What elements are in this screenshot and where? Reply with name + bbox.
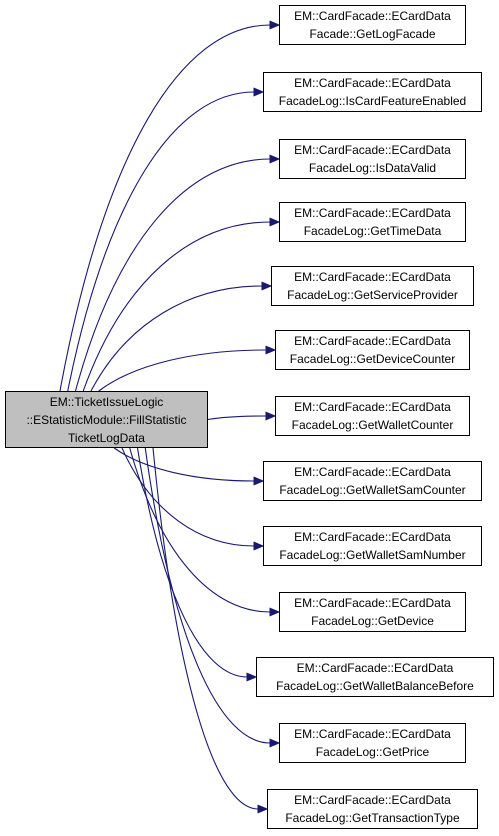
root-function-line-1: EM::TicketIssueLogic xyxy=(49,394,164,409)
callee-line-1: EM::CardFacade::ECardData xyxy=(294,143,451,157)
callee-line-1: EM::CardFacade::ECardData xyxy=(294,206,451,220)
callee-line-2: FacadeLog::GetTransactionType xyxy=(285,811,460,825)
callee-line-2: FacadeLog::GetDeviceCounter xyxy=(289,352,456,366)
callee-line-1: EM::CardFacade::ECardData xyxy=(294,76,451,90)
call-edge xyxy=(74,158,271,392)
callee-line-2: FacadeLog::IsCardFeatureEnabled xyxy=(278,94,467,108)
call-edge-arrowhead xyxy=(261,281,273,291)
root-function-line-3: TicketLogData xyxy=(68,430,145,445)
callee-node-get-device[interactable]: EM::CardFacade::ECardData FacadeLog::Get… xyxy=(279,592,466,632)
root-function-line-2: ::EStatisticModule::FillStatistic xyxy=(26,412,187,427)
call-edge-arrowhead xyxy=(253,87,265,97)
call-edge-arrowhead xyxy=(269,738,281,748)
callee-line-1: EM::CardFacade::ECardData xyxy=(294,530,451,544)
call-edge xyxy=(152,447,259,810)
call-edge-arrowhead xyxy=(265,345,277,355)
callee-line-1: EM::CardFacade::ECardData xyxy=(294,727,451,741)
callee-line-1: EM::CardFacade::ECardData xyxy=(294,465,451,479)
call-edge-arrowhead xyxy=(253,476,265,486)
call-edge-arrowhead xyxy=(265,411,277,421)
call-edge xyxy=(59,24,271,392)
call-edge xyxy=(136,447,248,678)
callee-node-get-log-facade[interactable]: EM::CardFacade::ECardData Facade::GetLog… xyxy=(279,5,466,45)
call-edge xyxy=(207,415,267,421)
callee-node-is-card-feature-enabled[interactable]: EM::CardFacade::ECardData FacadeLog::IsC… xyxy=(263,72,482,112)
call-edge xyxy=(98,349,267,392)
call-edge-arrowhead xyxy=(269,20,281,30)
call-edge xyxy=(67,91,255,392)
callee-line-2: FacadeLog::GetWalletCounter xyxy=(291,418,454,432)
callee-line-1: EM::CardFacade::ECardData xyxy=(296,661,454,675)
callee-node-is-data-valid[interactable]: EM::CardFacade::ECardData FacadeLog::IsD… xyxy=(279,139,466,179)
call-edge xyxy=(82,221,271,392)
call-edge xyxy=(144,447,271,744)
callee-line-1: EM::CardFacade::ECardData xyxy=(294,270,451,284)
call-edge-arrowhead xyxy=(269,217,281,227)
call-edge-arrowhead xyxy=(269,607,281,617)
call-edge xyxy=(129,447,271,613)
callee-line-1: EM::CardFacade::ECardData xyxy=(294,596,451,610)
call-edge-arrowhead xyxy=(269,154,281,164)
callee-line-2: FacadeLog::GetWalletSamNumber xyxy=(279,548,466,562)
callee-node-get-transaction-type[interactable]: EM::CardFacade::ECardData FacadeLog::Get… xyxy=(267,789,478,829)
callee-line-1: EM::CardFacade::ECardData xyxy=(294,9,451,23)
call-edge-arrowhead xyxy=(246,672,258,682)
callee-line-2: Facade::GetLogFacade xyxy=(309,27,436,41)
callee-line-2: FacadeLog::GetPrice xyxy=(315,745,430,759)
callee-node-get-wallet-sam-number[interactable]: EM::CardFacade::ECardData FacadeLog::Get… xyxy=(263,526,482,566)
callee-line-2: FacadeLog::GetTimeData xyxy=(303,224,442,238)
callee-line-1: EM::CardFacade::ECardData xyxy=(294,793,451,807)
callee-node-get-device-counter[interactable]: EM::CardFacade::ECardData FacadeLog::Get… xyxy=(275,330,470,370)
callee-line-2: FacadeLog::GetServiceProvider xyxy=(287,288,458,302)
callee-line-2: FacadeLog::GetWalletSamCounter xyxy=(279,483,466,497)
callee-line-1: EM::CardFacade::ECardData xyxy=(294,400,451,414)
callee-node-get-time-data[interactable]: EM::CardFacade::ECardData FacadeLog::Get… xyxy=(279,202,466,242)
call-edge-arrowhead xyxy=(253,541,265,551)
callee-line-2: FacadeLog::IsDataValid xyxy=(308,161,437,175)
callee-node-get-price[interactable]: EM::CardFacade::ECardData FacadeLog::Get… xyxy=(279,723,466,763)
root-function-node[interactable]: EM::TicketIssueLogic ::EStatisticModule:… xyxy=(5,391,208,448)
call-edge xyxy=(121,447,255,547)
callee-node-get-service-provider[interactable]: EM::CardFacade::ECardData FacadeLog::Get… xyxy=(271,266,474,306)
callee-line-2: FacadeLog::GetWalletBalanceBefore xyxy=(276,679,474,693)
callee-node-get-wallet-sam-counter[interactable]: EM::CardFacade::ECardData FacadeLog::Get… xyxy=(263,461,482,501)
callee-line-2: FacadeLog::GetDevice xyxy=(311,614,434,628)
callee-node-get-wallet-counter[interactable]: EM::CardFacade::ECardData FacadeLog::Get… xyxy=(275,396,470,436)
call-edge xyxy=(90,285,263,392)
callee-line-1: EM::CardFacade::ECardData xyxy=(294,334,451,348)
callee-node-get-wallet-balance-before[interactable]: EM::CardFacade::ECardData FacadeLog::Get… xyxy=(256,657,494,697)
call-edge-arrowhead xyxy=(257,804,269,814)
